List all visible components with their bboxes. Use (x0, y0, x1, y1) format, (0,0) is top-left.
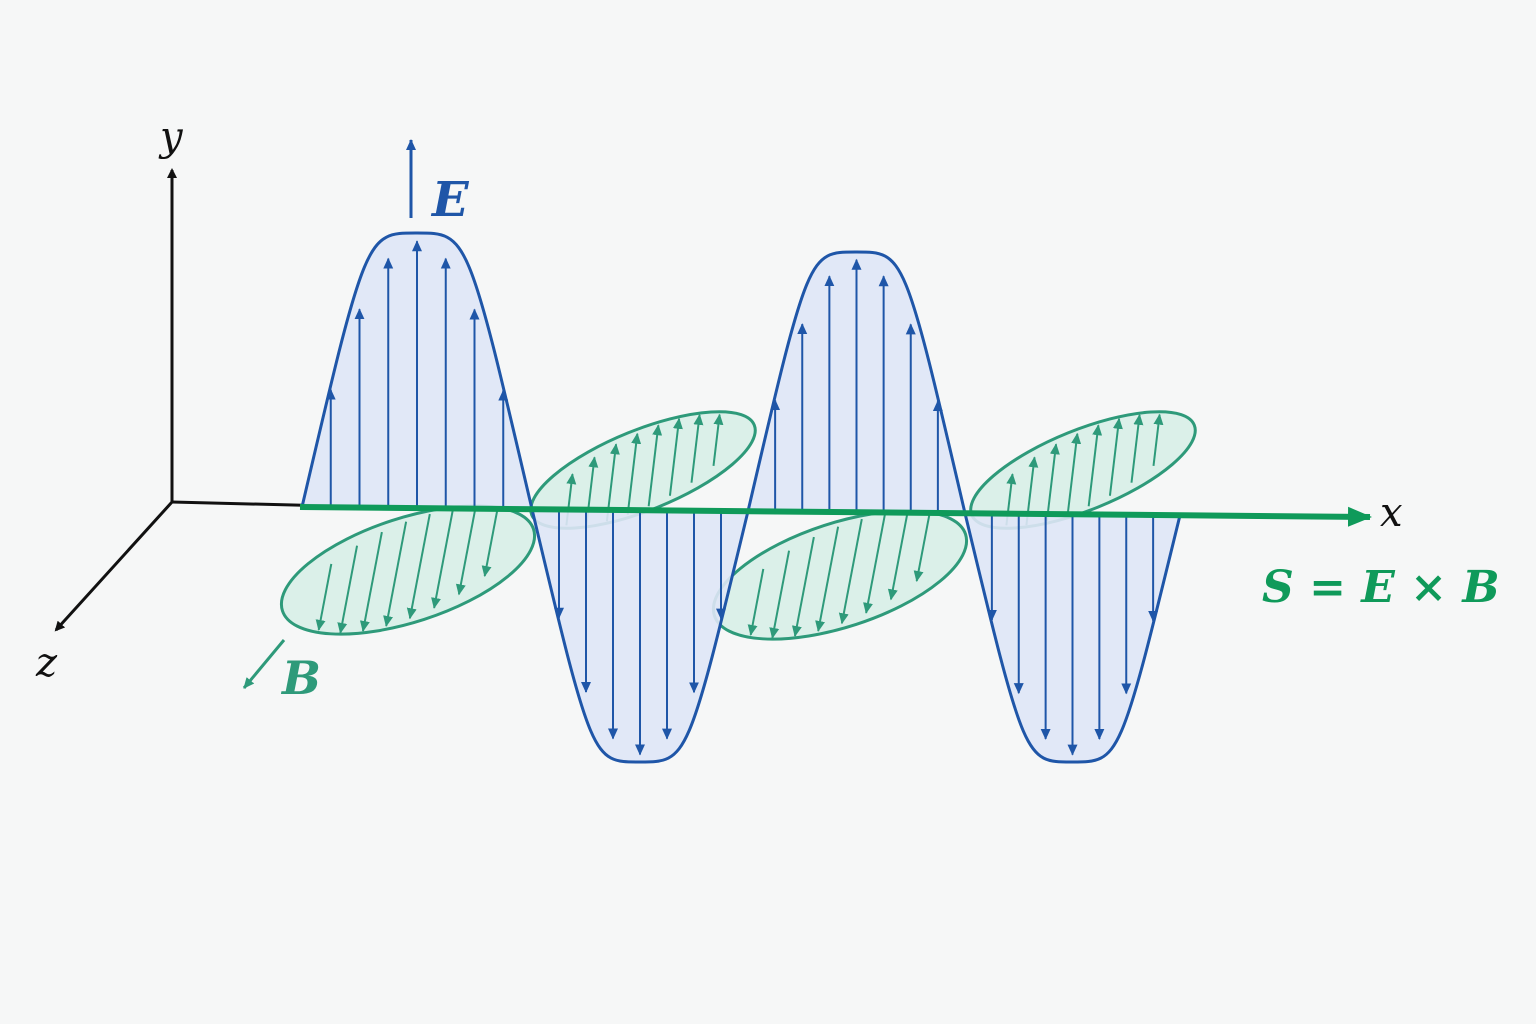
b-field-vector (1087, 424, 1103, 507)
b-field-vector (315, 563, 333, 631)
b-field-vector (863, 513, 886, 614)
b-field-vector (1130, 413, 1144, 483)
b-field-vector (887, 511, 909, 601)
b-field-vector (1108, 417, 1123, 496)
y-axis-label: y (158, 114, 184, 160)
b-field-vector (1152, 413, 1164, 467)
b-lobe-outline (279, 504, 537, 636)
b-field-vector (455, 506, 477, 596)
b-legend-arrow (242, 639, 286, 689)
b-field-vector (481, 509, 499, 577)
b-field-vector (769, 550, 791, 639)
electric-field-label: E (430, 172, 470, 228)
b-lobe-4 (969, 410, 1197, 530)
magnetic-field-label: B (280, 651, 321, 705)
b-field-vector (626, 432, 642, 515)
b-field-vector (913, 514, 931, 582)
x-axis-label: x (1380, 490, 1403, 536)
b-field-vector (406, 513, 431, 620)
b-field-vector (1045, 443, 1060, 522)
b-field-vector (1066, 432, 1082, 515)
b-lobe-outline (529, 410, 757, 530)
magnetic-field-lobes (279, 410, 1197, 641)
b-field-vector (815, 526, 840, 632)
b-lobe-2 (529, 410, 757, 530)
b-field-vector (337, 545, 359, 634)
b-field-vector (668, 417, 683, 496)
z-axis-label: z (35, 640, 58, 686)
b-field-vector (712, 413, 724, 467)
b-field-vector (690, 413, 704, 483)
poynting-vector-label: S = E × B (1262, 562, 1500, 613)
b-field-vector (838, 518, 863, 625)
b-field-vector (791, 536, 815, 638)
b-field-vector (431, 508, 454, 609)
b-lobe-1 (279, 504, 537, 636)
electric-field-lobes (300, 231, 1182, 764)
b-field-vector (647, 424, 663, 507)
b-field-vector (383, 521, 408, 627)
propagation-arrow (299, 504, 1372, 527)
b-field-vector (747, 568, 765, 636)
b-field-vector (359, 531, 383, 633)
z-axis-line (54, 500, 174, 632)
